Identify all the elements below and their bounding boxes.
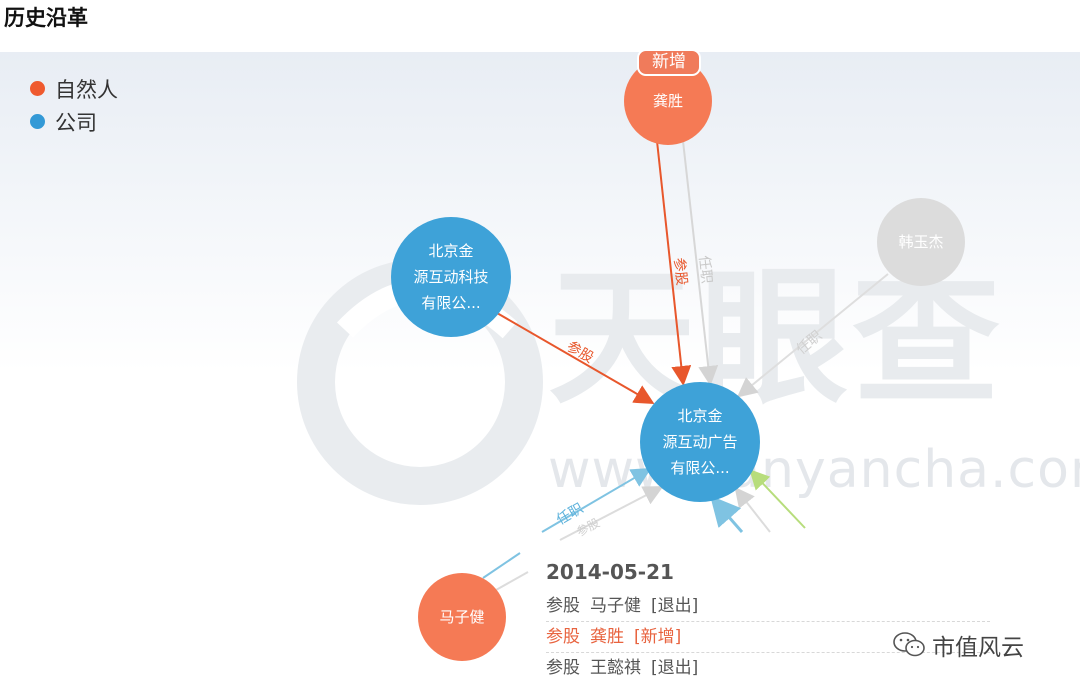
- node-company-tech[interactable]: 北京金 源互动科技 有限公...: [391, 217, 511, 337]
- tooltip-row-name: 王懿祺: [590, 658, 641, 678]
- edge-mazijian-1: [482, 552, 521, 579]
- tooltip-row-status: [退出]: [651, 658, 699, 678]
- page-title: 历史沿革: [4, 6, 88, 30]
- node-label-company-tech: 北京金 源互动科技 有限公...: [413, 242, 489, 312]
- edge-bottom-green: [749, 469, 806, 529]
- legend: 自然人 公司: [30, 72, 118, 138]
- tooltip-row-name: 马子健: [590, 596, 641, 616]
- node-company-ad[interactable]: 北京金 源互动广告 有限公...: [640, 382, 760, 502]
- edge-hanyujie-role: [736, 273, 889, 398]
- edge-gongsheng-role: [682, 140, 719, 386]
- edge-mazijian-2: [495, 571, 529, 591]
- tooltip-date: 2014-05-21: [546, 560, 674, 584]
- legend-dot-person: [30, 81, 45, 96]
- tooltip-row-name: 龚胜: [590, 627, 624, 647]
- edge-tech-invest: [496, 312, 655, 405]
- tooltip-row: 参股马子健 [退出]: [546, 591, 990, 622]
- tooltip-row-type: 参股: [546, 658, 580, 678]
- node-hanyujie[interactable]: 韩玉杰: [877, 198, 965, 286]
- edge-label-hanyujie-role: 任职: [794, 328, 826, 358]
- node-mazijian[interactable]: 马子健: [418, 573, 506, 661]
- tooltip-row: 参股龚胜 [新增]: [546, 622, 990, 653]
- node-label-hanyujie: 韩玉杰: [898, 233, 944, 251]
- edge-gongsheng-invest: [656, 140, 692, 386]
- wechat-icon: [893, 632, 925, 657]
- tooltip-row-type: 参股: [546, 627, 580, 647]
- edge-bottom-blue-2: [710, 495, 744, 533]
- edge-bottom-role-blue: [541, 467, 652, 533]
- new-badge: 新增: [637, 49, 701, 76]
- legend-label-person: 自然人: [55, 77, 118, 102]
- node-label-mazijian: 马子健: [439, 608, 485, 626]
- legend-label-company: 公司: [55, 110, 97, 135]
- tooltip-row-status: [退出]: [651, 596, 699, 616]
- history-tooltip: 2014-05-21 参股马子健[退出] 参股龚胜[新增] 参股王懿祺[退出]: [530, 552, 990, 692]
- wechat-label: 市值风云: [932, 635, 1024, 661]
- node-label-gongsheng: 龚胜: [652, 92, 683, 110]
- edge-bottom-invest-gray: [559, 486, 664, 541]
- edge-label-gongsheng-invest: 参股: [671, 257, 691, 287]
- legend-dot-company: [30, 114, 45, 129]
- tooltip-row-type: 参股: [546, 596, 580, 616]
- edge-bottom-gray-1: [734, 486, 771, 533]
- node-label-company-ad: 北京金 源互动广告 有限公...: [662, 407, 738, 477]
- tooltip-row-status: [新增]: [634, 627, 682, 647]
- edge-label-gongsheng-role: 任职: [696, 255, 715, 285]
- legend-item-company[interactable]: 公司: [30, 105, 118, 138]
- tooltip-row: 参股王懿祺 [退出]: [546, 653, 990, 683]
- legend-item-person[interactable]: 自然人: [30, 72, 118, 105]
- wechat-watermark: 市值风云: [892, 628, 1024, 662]
